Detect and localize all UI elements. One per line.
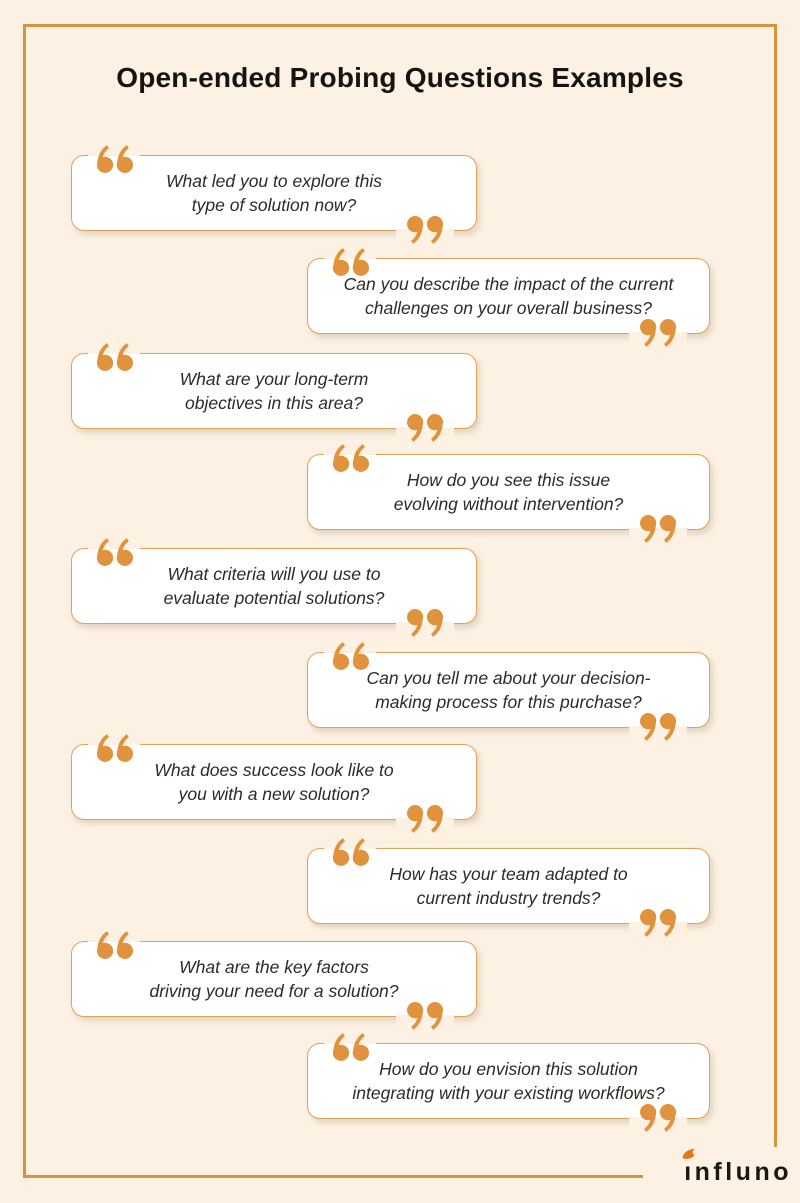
question-text: How do you envision this solution integra…	[308, 1044, 709, 1118]
question-text: How has your team adapted to current indu…	[308, 849, 709, 923]
close-quote-icon	[396, 604, 454, 638]
question-text: What criteria will you use to evaluate po…	[72, 549, 476, 623]
open-quote-icon	[324, 1029, 376, 1063]
question-line-1: Can you tell me about your decision-	[366, 668, 651, 688]
question-text: What led you to explore this type of solu…	[72, 156, 476, 230]
question-card: How has your team adapted to current indu…	[307, 834, 710, 938]
question-card: What led you to explore this type of solu…	[71, 141, 477, 245]
flame-icon	[682, 1148, 696, 1159]
logo-text: influno	[682, 1148, 792, 1188]
open-quote-icon	[88, 141, 140, 175]
open-quote-icon	[88, 730, 140, 764]
border-frame	[23, 24, 777, 1178]
question-line-1: How do you see this issue	[406, 470, 611, 490]
question-line-2: evolving without intervention?	[393, 494, 624, 514]
question-line-2: type of solution now?	[191, 195, 357, 215]
question-line-1: How has your team adapted to	[389, 864, 628, 884]
close-quote-icon	[396, 800, 454, 834]
logo-wordmark: influno	[684, 1158, 792, 1186]
question-line-2: evaluate potential solutions?	[163, 588, 385, 608]
open-quote-icon	[324, 440, 376, 474]
open-quote-icon	[324, 834, 376, 868]
question-line-2: challenges on your overall business?	[365, 298, 652, 318]
close-quote-icon	[396, 997, 454, 1031]
question-text: What does success look like to you with a…	[72, 745, 476, 819]
question-line-2: you with a new solution?	[178, 784, 370, 804]
question-line-1: What are your long-term	[179, 369, 369, 389]
question-line-1: What are the key factors	[179, 957, 369, 977]
question-card: What are your long-term objectives in thi…	[71, 339, 477, 443]
question-line-1: Can you describe the impact of the curre…	[343, 274, 674, 294]
question-card: How do you see this issue evolving withou…	[307, 440, 710, 544]
close-quote-icon	[629, 510, 687, 544]
question-text: What are the key factors driving your nee…	[72, 942, 476, 1016]
question-line-1: How do you envision this solution	[379, 1059, 638, 1079]
open-quote-icon	[324, 638, 376, 672]
question-line-2: driving your need for a solution?	[149, 981, 399, 1001]
question-line-2: current industry trends?	[416, 888, 601, 908]
question-text: What are your long-term objectives in thi…	[72, 354, 476, 428]
question-card: What does success look like to you with a…	[71, 730, 477, 834]
page-title: Open-ended Probing Questions Examples	[116, 62, 684, 93]
question-line-1: What does success look like to	[154, 760, 394, 780]
open-quote-icon	[324, 244, 376, 278]
question-line-1: What led you to explore this	[166, 171, 382, 191]
frame-gap	[643, 1147, 800, 1195]
question-card: Can you tell me about your decision-maki…	[307, 638, 710, 742]
close-quote-icon	[629, 708, 687, 742]
question-line-2: making process for this purchase?	[375, 692, 642, 712]
question-line-1: What criteria will you use to	[167, 564, 381, 584]
influno-logo: influno	[682, 1148, 792, 1192]
question-card: Can you describe the impact of the curre…	[307, 244, 710, 348]
open-quote-icon	[88, 339, 140, 373]
question-card: How do you envision this solution integra…	[307, 1029, 710, 1133]
question-card: What criteria will you use to evaluate po…	[71, 534, 477, 638]
question-line-2: objectives in this area?	[184, 393, 364, 413]
close-quote-icon	[396, 211, 454, 245]
close-quote-icon	[629, 904, 687, 938]
open-quote-icon	[88, 927, 140, 961]
open-quote-icon	[88, 534, 140, 568]
question-text: How do you see this issue evolving withou…	[308, 455, 709, 529]
close-quote-icon	[396, 409, 454, 443]
question-line-2: integrating with your existing workflows…	[352, 1083, 665, 1103]
question-card: What are the key factors driving your nee…	[71, 927, 477, 1031]
close-quote-icon	[629, 314, 687, 348]
question-text: Can you tell me about your decision-maki…	[308, 653, 709, 727]
logo-dot-cover	[684, 1158, 693, 1166]
close-quote-icon	[629, 1099, 687, 1133]
question-text: Can you describe the impact of the curre…	[308, 259, 709, 333]
